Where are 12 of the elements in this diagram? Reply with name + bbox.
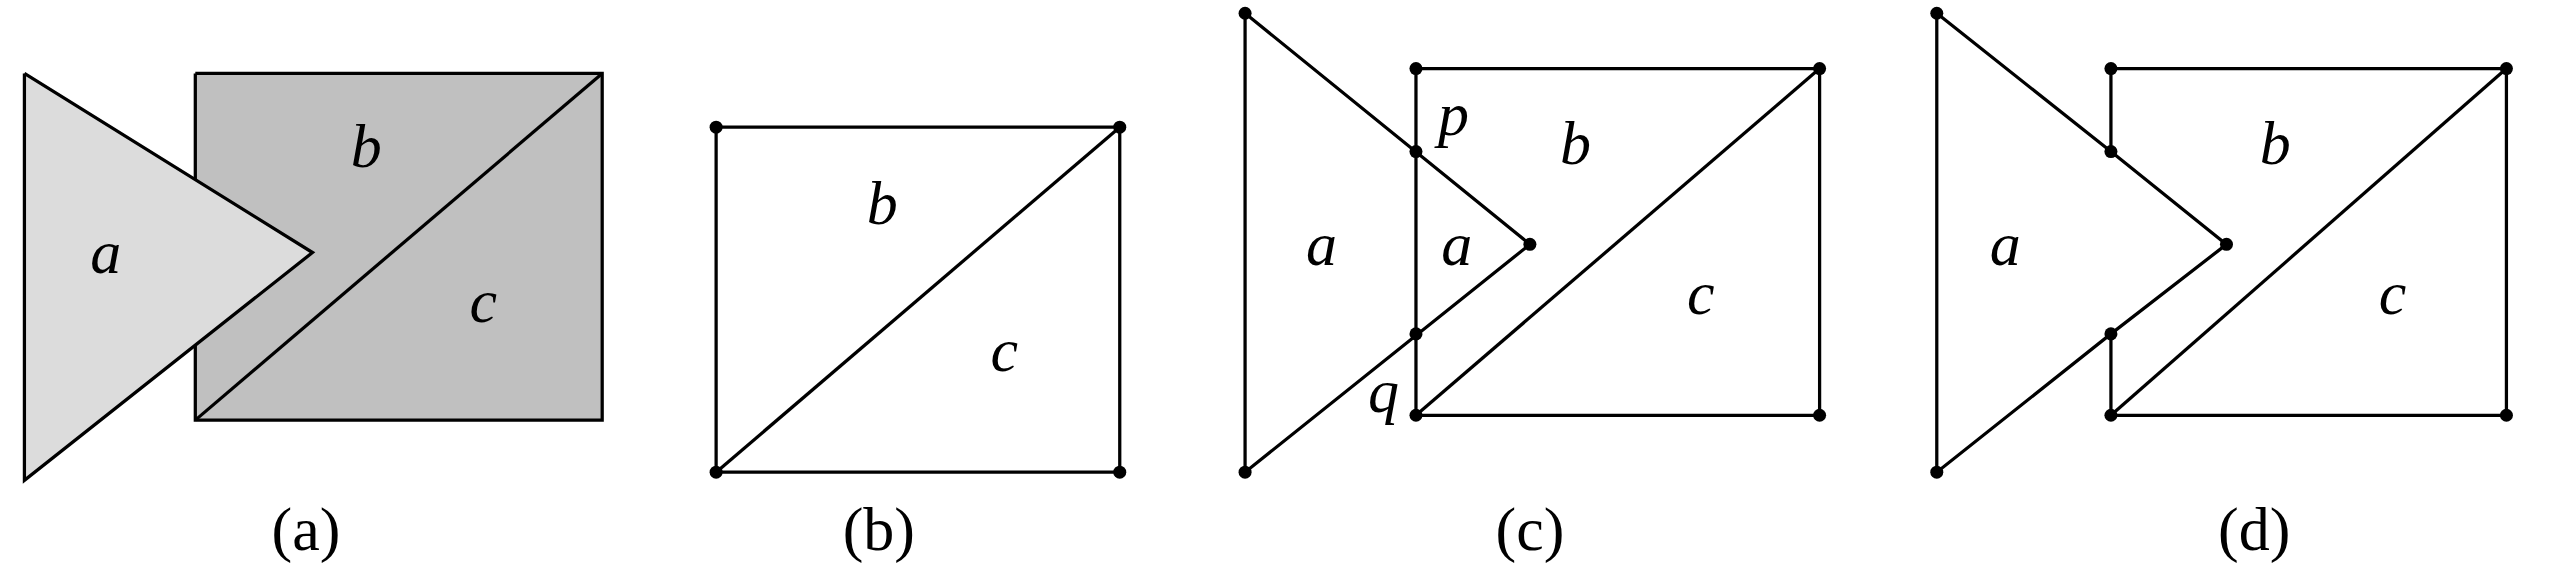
region-label: b: [2259, 112, 2291, 175]
region-label: c: [990, 318, 1018, 381]
region-label: b: [866, 172, 898, 235]
region-label: a: [1441, 213, 1473, 276]
region-label: c: [469, 270, 498, 333]
region-label: a: [1989, 213, 2021, 276]
region-label: c: [1687, 261, 1715, 324]
region-label: c: [2378, 261, 2407, 324]
region-label: b: [350, 115, 382, 178]
region-label: b: [1559, 112, 1591, 175]
region-label: a: [90, 221, 122, 284]
region-label: a: [1306, 213, 1338, 276]
